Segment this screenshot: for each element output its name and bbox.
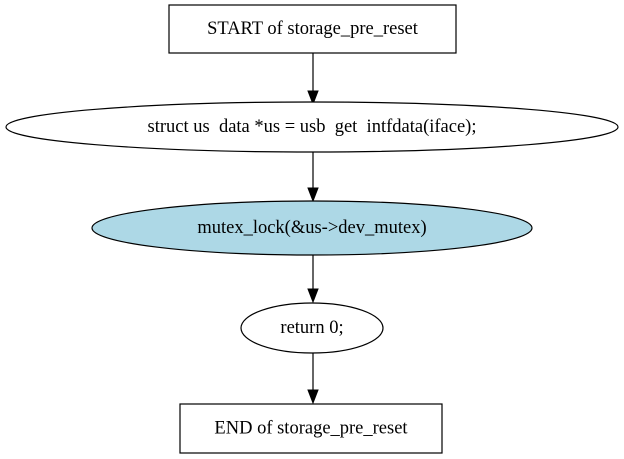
edge-stmt-return-to-end — [307, 353, 319, 405]
statement-us-label: struct us data *us = usb get intfdata(if… — [148, 117, 477, 137]
start-node: START of storage_pre_reset — [168, 4, 457, 54]
edge-stmt-us-to-stmt-lock — [307, 152, 319, 203]
statement-mutex-lock-label: mutex_lock(&us->dev_mutex) — [197, 218, 426, 238]
end-node-label: END of storage_pre_reset — [214, 419, 408, 439]
statement-us-node: struct us data *us = usb get intfdata(if… — [5, 101, 619, 153]
end-node: END of storage_pre_reset — [179, 403, 443, 454]
statement-mutex-lock-ellipse — [91, 200, 533, 256]
start-node-box — [168, 4, 457, 54]
start-node-label: START of storage_pre_reset — [207, 19, 419, 39]
statement-return-label: return 0; — [280, 318, 343, 338]
statement-mutex-lock-node: mutex_lock(&us->dev_mutex) — [91, 200, 533, 256]
end-node-box — [179, 403, 443, 454]
statement-us-ellipse — [5, 101, 619, 153]
edge-start-to-stmt-us — [307, 53, 319, 106]
statement-return-node: return 0; — [240, 302, 384, 354]
edge-stmt-lock-to-stmt-return — [307, 255, 319, 304]
statement-return-ellipse — [240, 302, 384, 354]
